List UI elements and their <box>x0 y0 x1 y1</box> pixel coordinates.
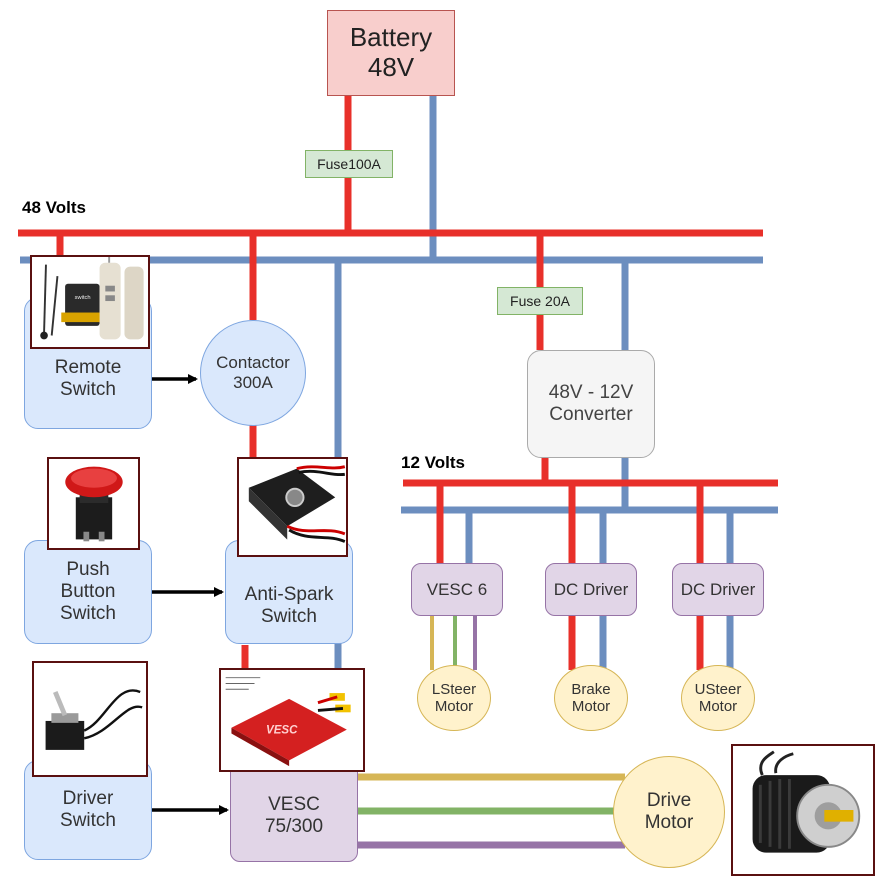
vesc-75-300-node: VESC 75/300 <box>230 760 358 862</box>
wires-phase-small <box>430 615 477 670</box>
bus-label-12v: 12 Volts <box>401 453 465 472</box>
vesc-board-photo: VESC <box>219 668 365 772</box>
remote-receiver-image: switch <box>32 257 148 347</box>
converter-node: 48V - 12V Converter <box>527 350 655 458</box>
fuse-20a: Fuse 20A <box>497 287 583 315</box>
vesc-controller-image: VESC <box>221 670 363 770</box>
toggle-switch-image <box>34 663 146 775</box>
anti-spark-switch-node: Anti-Spark Switch <box>225 540 353 644</box>
wires-positive <box>18 95 778 672</box>
push-button-photo <box>47 457 140 550</box>
push-button-switch-node: Push Button Switch <box>24 540 152 644</box>
bus-label-48v: 48 Volts <box>22 198 86 217</box>
contactor-node: Contactor 300A <box>200 320 306 426</box>
signal-arrows <box>152 374 229 815</box>
driver-switch-photo <box>32 661 148 777</box>
brake-motor-node: Brake Motor <box>554 665 628 731</box>
bldc-motor-image <box>733 746 873 874</box>
usteer-motor-node: USteer Motor <box>681 665 755 731</box>
drive-motor-node: Drive Motor <box>613 756 725 868</box>
fuse-100a: Fuse100A <box>305 150 393 178</box>
dc-driver-2-node: DC Driver <box>672 563 764 616</box>
emergency-stop-button-image <box>49 459 138 548</box>
drive-motor-photo <box>731 744 875 876</box>
wires-phase-main <box>358 773 625 849</box>
vesc6-node: VESC 6 <box>411 563 503 616</box>
svg-text:switch: switch <box>75 295 91 301</box>
battery-box: Battery 48V <box>327 10 455 96</box>
anti-spark-switch-photo <box>237 457 348 557</box>
svg-text:VESC: VESC <box>266 724 298 736</box>
dc-driver-1-node: DC Driver <box>545 563 637 616</box>
lsteer-motor-node: LSteer Motor <box>417 665 491 731</box>
remote-switch-photo: switch <box>30 255 150 349</box>
anti-spark-module-image <box>239 459 346 555</box>
